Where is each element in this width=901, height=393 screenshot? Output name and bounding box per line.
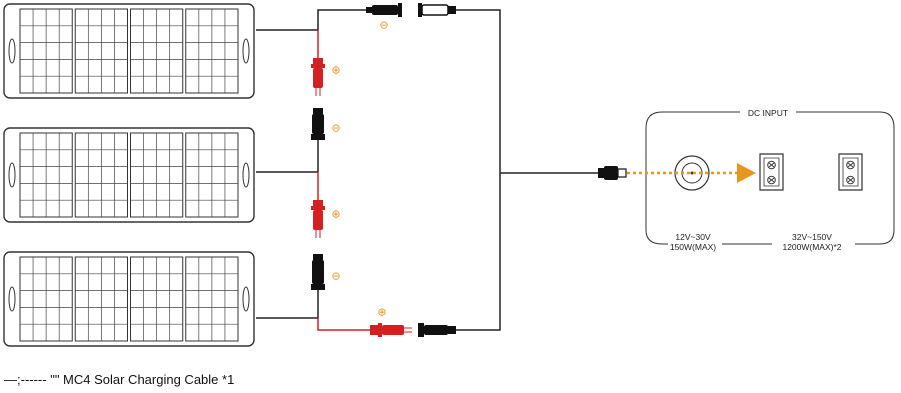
- dc-port-large-2: [838, 153, 863, 191]
- positive-symbol: ⊕: [377, 306, 386, 319]
- mc4-connector-middle-negative: [311, 108, 325, 140]
- negative-symbol: ⊖: [331, 270, 340, 283]
- positive-symbol: ⊕: [331, 208, 340, 221]
- mc4-cable-top: [455, 9, 501, 331]
- port-small-power: 150W(MAX): [670, 242, 716, 252]
- port-small-voltage: 12V~30V: [675, 232, 711, 242]
- dc-port-small: [674, 155, 710, 191]
- mc4-connector-bottom-negative: [311, 254, 325, 290]
- solar-panel-top: [3, 3, 255, 99]
- panel-frame: [3, 127, 255, 223]
- connectors: [311, 3, 627, 337]
- mc4-connector-bottom-positive: [370, 323, 412, 337]
- bottom-positive-wire: [317, 318, 370, 331]
- negative-symbol: ⊖: [331, 122, 340, 135]
- mc4-cable-connector-top: [418, 3, 456, 17]
- panel-handle: [8, 286, 16, 312]
- connection-arrow: [627, 163, 756, 183]
- solar-panel-middle: [3, 127, 255, 223]
- panel-frame: [3, 3, 255, 99]
- wiring: [256, 9, 598, 331]
- mc4-connector-top-positive: [311, 58, 325, 96]
- panel-handle: [242, 38, 250, 64]
- mc4-connector-middle-positive: [311, 200, 325, 238]
- cable-caption: —;------ "" MC4 Solar Charging Cable *1: [4, 372, 235, 387]
- port-large-power: 1200W(MAX)*2: [782, 242, 841, 252]
- panel-handle: [8, 162, 16, 188]
- dc-input-plug: [598, 166, 627, 180]
- polarity-labels: ⊖ ⊕ ⊖ ⊕ ⊖ ⊕: [331, 19, 388, 319]
- positive-symbol: ⊕: [331, 64, 340, 77]
- dc-input-title: DC INPUT: [748, 108, 788, 118]
- mc4-connector-top-negative: [366, 3, 402, 17]
- panel-handle: [8, 38, 16, 64]
- dc-input-panel: DC INPUT 12V~3: [627, 108, 895, 252]
- negative-symbol: ⊖: [379, 19, 388, 32]
- solar-panel-bottom: [3, 251, 255, 347]
- dc-port-large-1: [759, 153, 784, 191]
- panel-handle: [242, 286, 250, 312]
- mc4-cable-connector-bottom: [418, 323, 456, 337]
- panel-frame: [3, 251, 255, 347]
- top-negative-wire: [317, 9, 372, 30]
- dc-input-frame: [645, 111, 895, 245]
- port-large-voltage: 32V~150V: [792, 232, 832, 242]
- panel-handle: [242, 162, 250, 188]
